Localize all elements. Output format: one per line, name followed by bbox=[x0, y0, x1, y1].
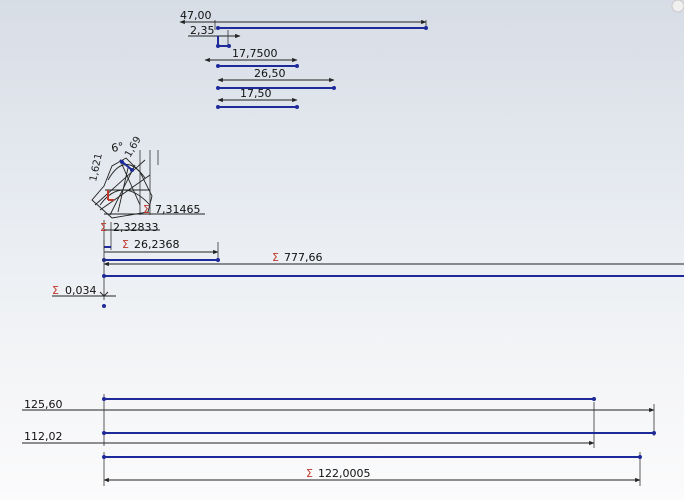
dimension-17-50-text[interactable]: 17,50 bbox=[240, 87, 272, 100]
dimension-26-50[interactable]: 26,50 bbox=[217, 67, 335, 83]
angle-label[interactable]: 6° bbox=[110, 140, 125, 155]
dimension-2-32833[interactable]: Σ 2,32833 bbox=[100, 220, 160, 250]
sigma-symbol: Σ bbox=[306, 467, 313, 480]
dimension-2-32833-text[interactable]: 2,32833 bbox=[113, 221, 159, 234]
segment-17-7500[interactable] bbox=[216, 64, 299, 68]
segment-122-0005[interactable] bbox=[102, 455, 642, 459]
sigma-symbol: Σ bbox=[52, 284, 59, 297]
sigma-symbol: Σ bbox=[143, 203, 150, 216]
vertical-dimension-1[interactable]: 1,621 bbox=[88, 152, 105, 182]
dimension-7-31465-text[interactable]: 7,31465 bbox=[155, 203, 201, 216]
angled-dimension-2[interactable]: 1,69 bbox=[123, 135, 144, 160]
dimension-26-2368[interactable]: Σ 26,2368 bbox=[104, 238, 219, 262]
segment-17-50[interactable] bbox=[216, 105, 299, 109]
segment-777-66[interactable] bbox=[102, 274, 684, 278]
dimension-125-60[interactable]: 125,60 bbox=[22, 394, 655, 446]
dimension-2-35-text[interactable]: 2,35 bbox=[190, 24, 215, 37]
dimension-112-02-text[interactable]: 112,02 bbox=[24, 430, 63, 443]
segment-47[interactable] bbox=[216, 26, 428, 30]
sigma-symbol: Σ bbox=[272, 251, 279, 264]
segment-112-02[interactable] bbox=[102, 431, 656, 435]
segment-2-35[interactable] bbox=[216, 36, 231, 48]
dimension-17-7500[interactable]: 17,7500 bbox=[204, 47, 298, 63]
dimension-26-50-text[interactable]: 26,50 bbox=[254, 67, 286, 80]
segment-26-50[interactable] bbox=[216, 86, 336, 90]
dimension-122-0005-text[interactable]: 122,0005 bbox=[318, 467, 371, 480]
dimension-0-034-text[interactable]: 0,034 bbox=[65, 284, 97, 297]
dimension-47-text[interactable]: 47,00 bbox=[180, 9, 212, 22]
dimension-26-2368-text[interactable]: 26,2368 bbox=[134, 238, 180, 251]
dimension-777-66-text[interactable]: 777,66 bbox=[284, 251, 323, 264]
sigma-symbol: Σ bbox=[100, 221, 107, 234]
dimension-47[interactable]: 47,00 bbox=[179, 9, 427, 30]
point-0-034[interactable] bbox=[102, 304, 106, 308]
dimension-2-35[interactable]: 2,35 bbox=[188, 24, 241, 46]
dimension-112-02[interactable]: 112,02 bbox=[22, 402, 595, 448]
segment-26-2368[interactable] bbox=[102, 246, 220, 262]
profile-cluster[interactable] bbox=[91, 150, 159, 219]
sigma-symbol: Σ bbox=[122, 238, 129, 251]
segment-125-60[interactable] bbox=[102, 397, 596, 401]
corner-indicator bbox=[671, 0, 684, 13]
dimension-125-60-text[interactable]: 125,60 bbox=[24, 398, 63, 411]
dimension-17-7500-text[interactable]: 17,7500 bbox=[232, 47, 278, 60]
dimension-777-66[interactable]: Σ 777,66 bbox=[103, 240, 684, 300]
dimension-17-50[interactable]: 17,50 bbox=[217, 87, 298, 103]
dimension-0-034[interactable]: Σ 0,034 bbox=[52, 284, 116, 297]
dimension-7-31465[interactable]: Σ 7,31465 bbox=[104, 203, 205, 216]
